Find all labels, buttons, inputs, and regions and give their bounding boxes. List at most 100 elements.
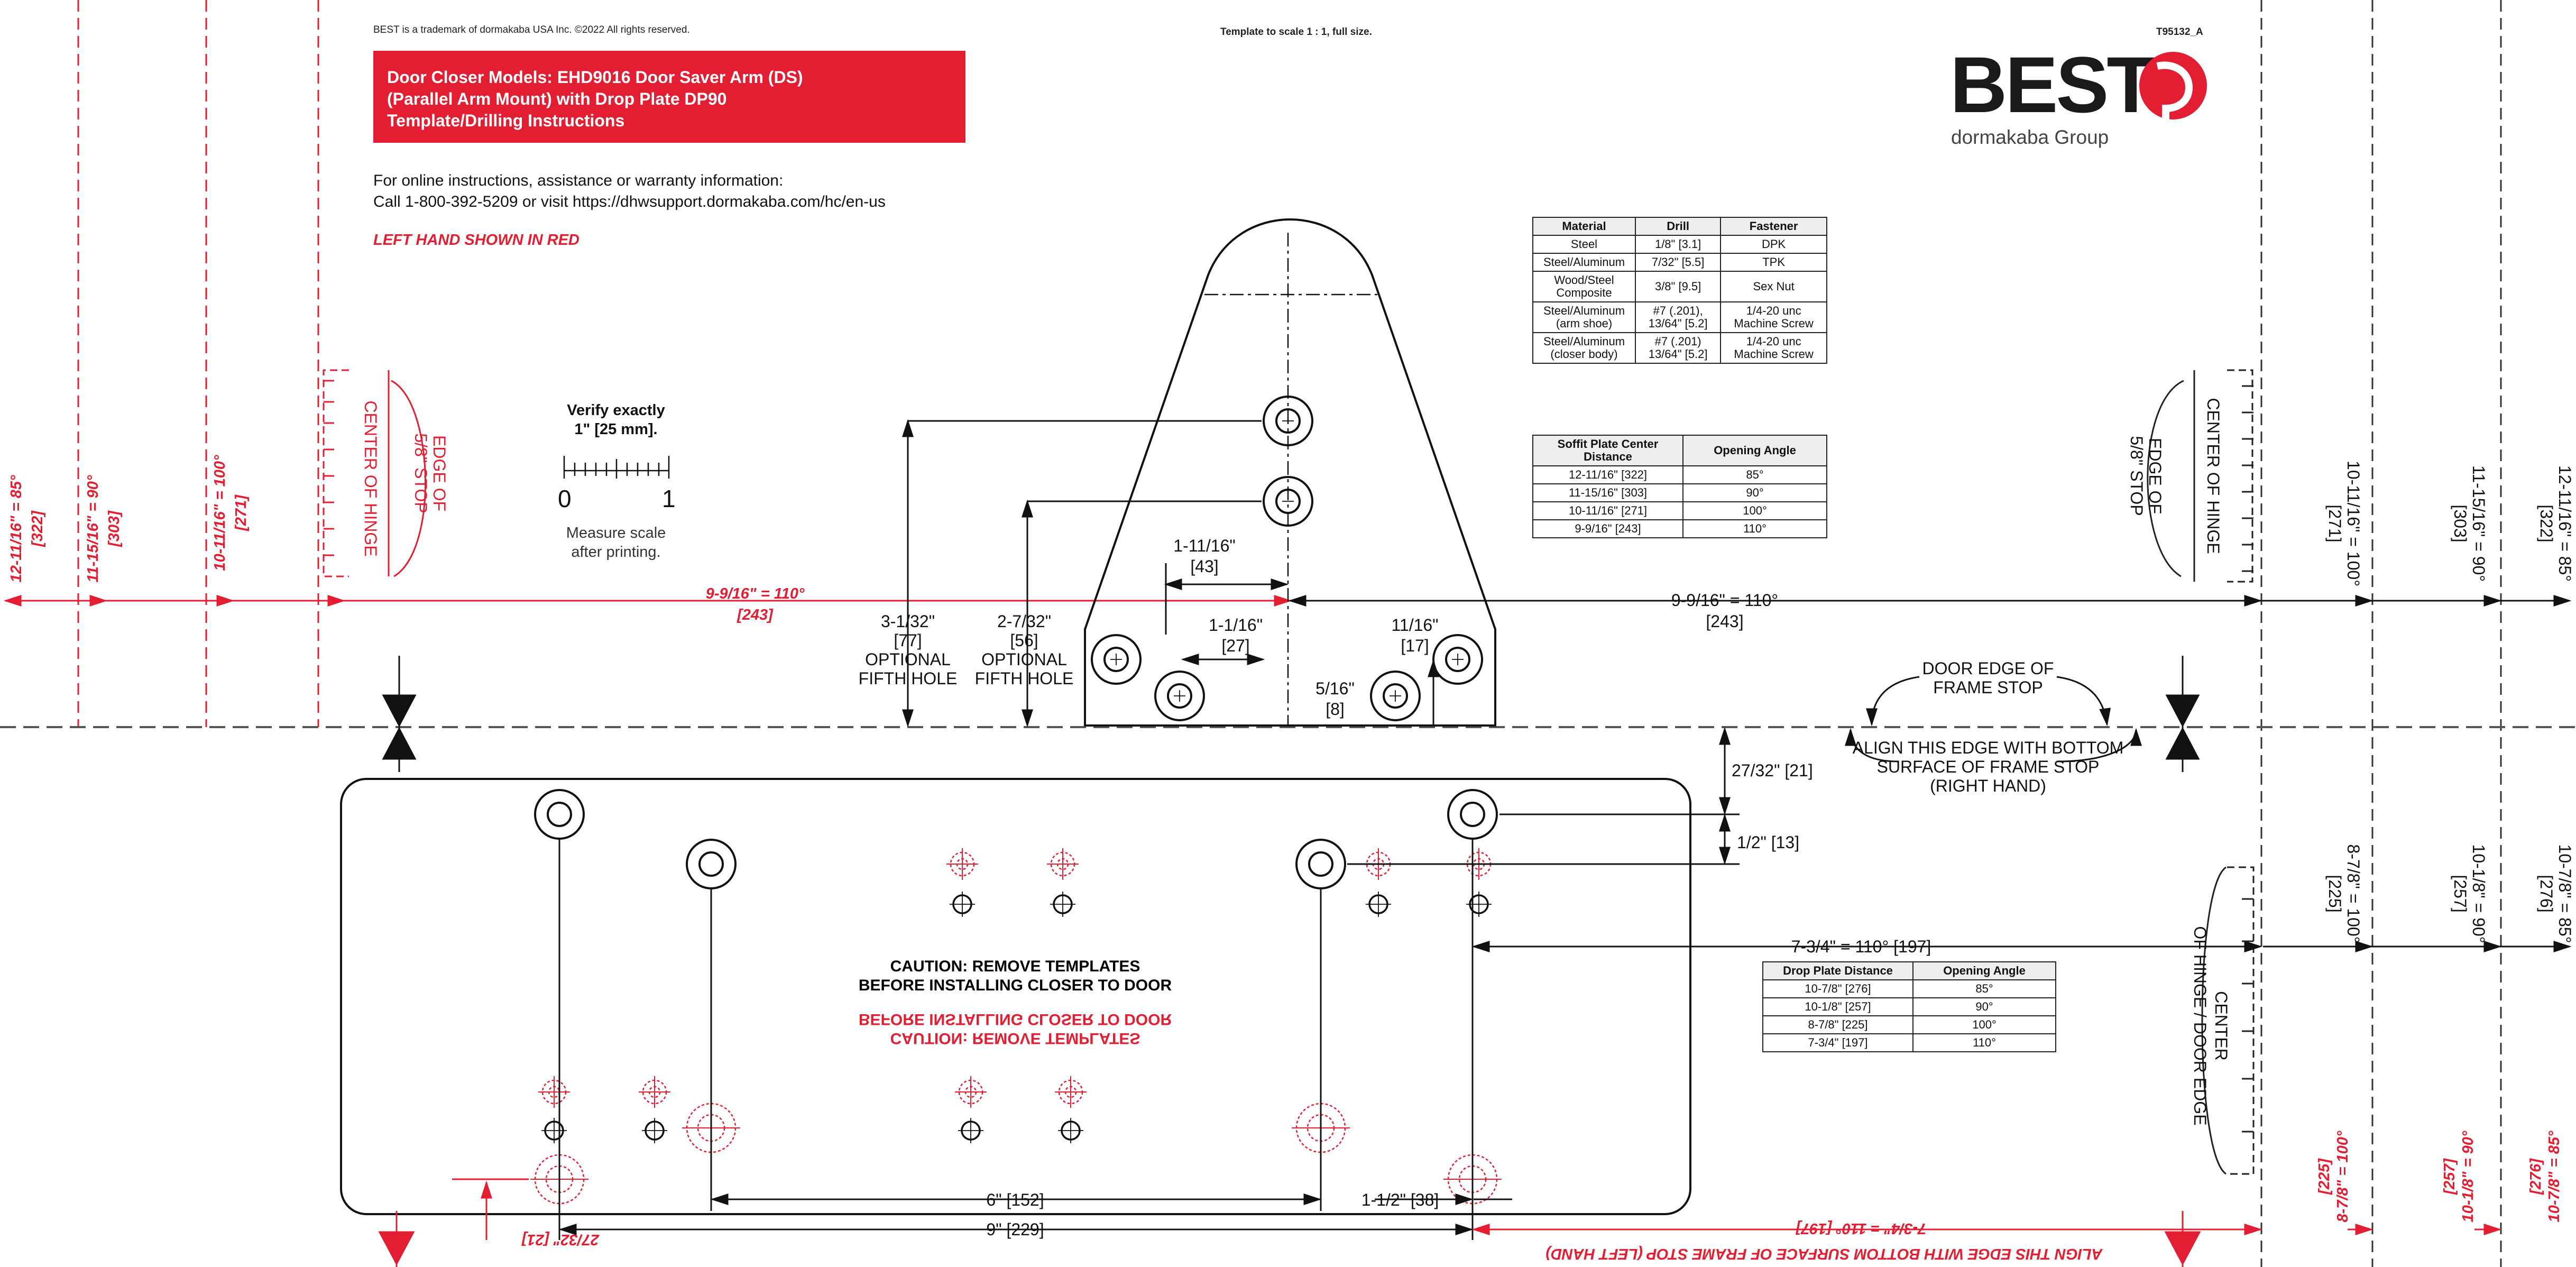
svg-text:CENTER: CENTER <box>2212 991 2231 1061</box>
arm-shoe-outline <box>1084 218 1496 727</box>
table-row: Steel/Aluminum (arm shoe)#7 (.201), 13/6… <box>1532 301 1827 333</box>
svg-text:CAUTION: REMOVE TEMPLATES: CAUTION: REMOVE TEMPLATES <box>890 1030 1140 1047</box>
scale-line-2: 1" [25 mm]. <box>574 421 658 438</box>
svg-text:7-3/4" = 110° [197]: 7-3/4" = 110° [197] <box>1791 937 1931 956</box>
right-hinge-bracket <box>2147 369 2253 583</box>
drop-header-distance: Drop Plate Distance <box>1762 961 1913 980</box>
left-dim-90-mm: [303] <box>106 510 123 547</box>
svg-text:SURFACE OF FRAME STOP: SURFACE OF FRAME STOP <box>1877 757 2100 776</box>
svg-text:27/32" [21]: 27/32" [21] <box>1732 761 1813 780</box>
table-row: 11-15/16" [303]90° <box>1532 483 1827 502</box>
svg-text:[56]: [56] <box>1010 631 1038 650</box>
svg-text:10-1/8" = 90°: 10-1/8" = 90° <box>2460 1131 2477 1222</box>
svg-text:[43]: [43] <box>1190 557 1218 576</box>
svg-text:5/16": 5/16" <box>1315 679 1355 698</box>
arm-centerlines <box>1204 233 1377 726</box>
svg-text:[271]: [271] <box>2325 504 2344 542</box>
plate-dimension-labels: 27/32" [21] 1/2" [13] 6" [152] 1-1/2" [3… <box>986 761 1813 1239</box>
title-line-3: Template/Drilling Instructions <box>387 111 625 130</box>
left-dim-110-mm: [243] <box>737 607 774 623</box>
svg-text:[303]: [303] <box>2451 504 2470 542</box>
left-dim-85: 12-11/16" = 85° <box>8 475 25 582</box>
fastener-header-fastener: Fastener <box>1720 217 1827 236</box>
right-lower-bracket <box>2201 866 2255 1175</box>
left-stop-edge-2: 5/8" STOP <box>411 433 430 513</box>
svg-text:3-1/32": 3-1/32" <box>881 612 935 631</box>
svg-text:[225]: [225] <box>2325 875 2344 912</box>
svg-text:8-7/8" = 100°: 8-7/8" = 100° <box>2334 1131 2351 1222</box>
left-hand-note: LEFT HAND SHOWN IN RED <box>373 232 579 249</box>
title-line-1: Door Closer Models: EHD9016 Door Saver A… <box>387 68 803 87</box>
info-line-2: Call 1-800-392-5209 or visit https://dhw… <box>373 193 886 210</box>
table-row: 9-9/16" [243]110° <box>1532 519 1827 538</box>
table-row: 10-7/8" [276]85° <box>1762 979 2056 998</box>
svg-text:EDGE OF: EDGE OF <box>2146 438 2165 514</box>
table-row: 10-1/8" [257]90° <box>1762 997 2056 1016</box>
scale-note-2: after printing. <box>571 544 661 561</box>
left-stop-edge-1: EDGE OF <box>430 435 449 511</box>
table-row: Steel/Aluminum (closer body)#7 (.201) 13… <box>1532 332 1827 364</box>
left-dim-100-mm: [271] <box>233 494 250 531</box>
right-rotated-labels: CENTER OF HINGE EDGE OF 5/8" STOP 10-11/… <box>2127 398 2574 1125</box>
svg-text:OPTIONAL: OPTIONAL <box>865 650 951 669</box>
svg-text:[225]: [225] <box>2316 1158 2333 1195</box>
left-dim-90: 11-15/16" = 90° <box>85 475 102 582</box>
svg-text:FIFTH HOLE: FIFTH HOLE <box>859 669 958 688</box>
svg-text:[322]: [322] <box>2537 504 2556 542</box>
scale-note: Template to scale 1 : 1, full size. <box>1220 26 1372 38</box>
door-edge-markers <box>382 656 2200 772</box>
trademark-note: BEST is a trademark of dormakaba USA Inc… <box>373 24 690 35</box>
soffit-header-distance: Soffit Plate Center Distance <box>1532 435 1683 466</box>
svg-text:9-9/16" = 110°: 9-9/16" = 110° <box>1671 591 1778 610</box>
doc-code: T95132_A <box>2156 26 2203 38</box>
left-dim-100: 10-11/16" = 100° <box>211 455 228 571</box>
svg-text:DOOR EDGE OF: DOOR EDGE OF <box>1922 659 2054 678</box>
svg-text:[276]: [276] <box>2527 1158 2544 1195</box>
svg-text:1-1/16": 1-1/16" <box>1209 616 1263 635</box>
left-red-guides <box>77 0 319 727</box>
caution-line-1: CAUTION: REMOVE TEMPLATES <box>890 958 1140 975</box>
svg-text:1-1/2" [38]: 1-1/2" [38] <box>1361 1190 1439 1209</box>
svg-text:10-7/8" = 85°: 10-7/8" = 85° <box>2555 844 2574 943</box>
svg-text:7-3/4" = 110° [197]: 7-3/4" = 110° [197] <box>1795 1220 1926 1237</box>
red-flag-arrows <box>378 1211 2201 1267</box>
table-row: 12-11/16" [322]85° <box>1532 465 1827 484</box>
left-dim-85-mm: [322] <box>29 510 46 547</box>
soffit-header-angle: Opening Angle <box>1682 435 1827 466</box>
red-bottom-labels: 27/32" [21] 7-3/4" = 110° [197] ALIGN TH… <box>521 1131 2563 1262</box>
left-rotated-labels: 12-11/16" = 85° [322] 11-15/16" = 90° [3… <box>8 455 250 582</box>
svg-text:OF HINGE / DOOR EDGE: OF HINGE / DOOR EDGE <box>2191 926 2210 1126</box>
drop-plate-table: Drop Plate Distance Opening Angle 10-7/8… <box>1762 961 2056 1052</box>
right-black-guides <box>2260 0 2502 1267</box>
door-edge-arrows <box>1845 676 2142 763</box>
svg-text:[77]: [77] <box>894 631 922 650</box>
soffit-table: Soffit Plate Center Distance Opening Ang… <box>1532 435 1827 538</box>
left-dim-110: 9-9/16" = 110° <box>706 585 805 602</box>
svg-text:[17]: [17] <box>1401 636 1429 655</box>
scale-note-1: Measure scale <box>566 525 666 541</box>
info-line-1: For online instructions, assistance or w… <box>373 172 784 189</box>
drop-plate-outline <box>340 778 1691 1215</box>
scale-ruler <box>563 456 670 479</box>
svg-text:1/2" [13]: 1/2" [13] <box>1737 833 1799 852</box>
svg-text:[8]: [8] <box>1326 700 1345 719</box>
svg-text:[276]: [276] <box>2537 875 2556 912</box>
best-logo: BEST dormakaba Group <box>1950 40 2207 148</box>
arm-dimension-lines <box>902 419 1449 728</box>
svg-text:FIFTH HOLE: FIFTH HOLE <box>975 669 1074 688</box>
svg-text:10-7/8" = 85°: 10-7/8" = 85° <box>2546 1131 2563 1222</box>
title-line-2: (Parallel Arm Mount) with Drop Plate DP9… <box>387 89 727 108</box>
svg-text:10-11/16" = 100°: 10-11/16" = 100° <box>2344 461 2363 586</box>
scale-zero: 0 <box>558 485 572 512</box>
drop-header-angle: Opening Angle <box>1912 961 2056 980</box>
svg-text:1-11/16": 1-11/16" <box>1173 536 1236 555</box>
svg-text:[257]: [257] <box>2451 875 2470 912</box>
scale-one: 1 <box>662 485 676 512</box>
caution-note: CAUTION: REMOVE TEMPLATES BEFORE INSTALL… <box>793 957 1237 995</box>
svg-text:2-7/32": 2-7/32" <box>997 612 1051 631</box>
caution-mirrored: BEFORE INSTALLING CLOSER TO DOOR CAUTION… <box>859 1011 1172 1047</box>
